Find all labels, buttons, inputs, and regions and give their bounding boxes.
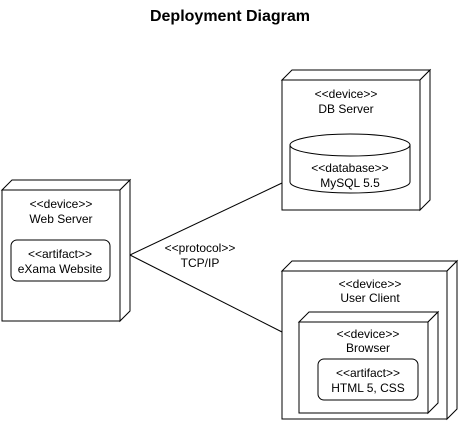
browser-name: Browser	[346, 341, 390, 355]
database-stereotype: <<database>>	[311, 161, 388, 175]
diagram-title: Deployment Diagram	[150, 8, 310, 25]
browser-stereotype: <<device>>	[337, 327, 400, 341]
exama-website-name: eXama Website	[18, 262, 103, 276]
connection-line-web-to-db[interactable]	[129, 182, 283, 256]
web-server-name: Web Server	[29, 212, 92, 226]
exama-website-artifact[interactable]: <<artifact>> eXama Website	[10, 239, 111, 282]
html-css-artifact[interactable]: <<artifact>> HTML 5, CSS	[317, 358, 419, 401]
connection-name: TCP/IP	[181, 256, 220, 270]
web-server-stereotype: <<device>>	[30, 197, 93, 211]
connection-label: <<protocol>> TCP/IP	[165, 241, 236, 270]
html-css-name: HTML 5, CSS	[331, 381, 405, 395]
database-name: MySQL 5.5	[320, 176, 380, 190]
connection-stereotype: <<protocol>>	[165, 241, 236, 255]
mysql-database[interactable]: <<database>> MySQL 5.5	[289, 133, 411, 194]
html-css-stereotype: <<artifact>>	[336, 366, 400, 380]
db-server-name: DB Server	[318, 102, 373, 116]
connection-line-web-to-client[interactable]	[129, 254, 283, 333]
db-server-stereotype: <<device>>	[315, 87, 378, 101]
user-client-stereotype: <<device>>	[339, 277, 402, 291]
exama-website-stereotype: <<artifact>>	[28, 247, 92, 261]
user-client-name: User Client	[340, 291, 400, 305]
